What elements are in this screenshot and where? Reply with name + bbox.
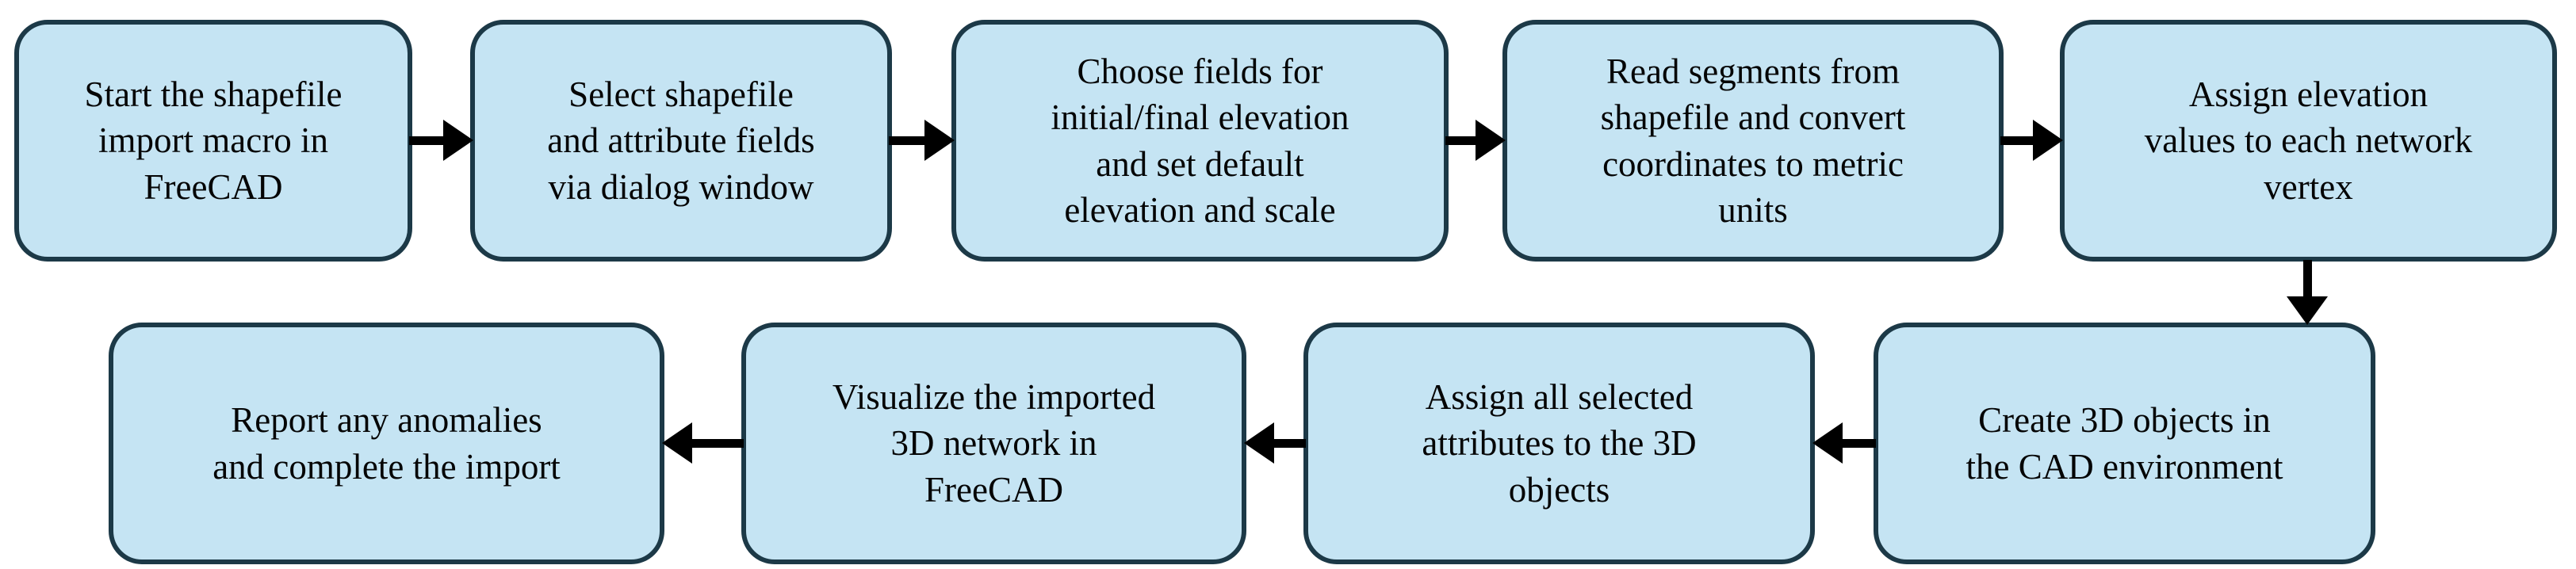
flow-step-3-choose-fields: Choose fields for initial/final elevatio…: [951, 20, 1449, 262]
arrow-head: [2033, 120, 2063, 161]
flow-step-8-visualize-network: Visualize the imported 3D network in Fre…: [741, 323, 1246, 564]
flow-step-6-create-3d-objects: Create 3D objects in the CAD environment: [1874, 323, 2375, 564]
arrow-stem: [889, 136, 924, 145]
arrow-head: [1812, 422, 1843, 464]
arrow-right-icon-step3-step4: [1445, 120, 1506, 161]
arrow-stem: [1843, 438, 1876, 448]
flow-step-5-label: Assign elevation values to each network …: [2144, 74, 2473, 207]
arrow-left-icon-step8-step9: [662, 422, 744, 464]
arrow-stem: [692, 438, 744, 448]
flow-step-5-assign-elevation: Assign elevation values to each network …: [2060, 20, 2557, 262]
arrow-head: [2287, 296, 2328, 325]
flow-step-7-label: Assign all selected attributes to the 3D…: [1422, 376, 1697, 510]
flow-step-4-read-segments: Read segments from shapefile and convert…: [1502, 20, 2004, 262]
arrow-head: [1244, 422, 1274, 464]
arrow-head: [443, 120, 473, 161]
arrow-stem: [409, 136, 443, 145]
flow-step-9-label: Report any anomalies and complete the im…: [212, 400, 561, 487]
flow-step-1-label: Start the shapefile import macro in Free…: [84, 74, 343, 207]
arrow-right-icon-step1-step2: [409, 120, 473, 161]
flow-step-8-label: Visualize the imported 3D network in Fre…: [832, 376, 1156, 510]
flow-step-3-label: Choose fields for initial/final elevatio…: [1051, 51, 1349, 231]
arrow-right-icon-step2-step3: [889, 120, 955, 161]
flow-step-2-select-shapefile: Select shapefile and attribute fields vi…: [470, 20, 892, 262]
flow-step-4-label: Read segments from shapefile and convert…: [1600, 51, 1906, 231]
arrow-left-icon-step6-step7: [1812, 422, 1876, 464]
arrow-head: [924, 120, 955, 161]
arrow-stem: [2302, 260, 2312, 296]
arrow-left-icon-step7-step8: [1244, 422, 1306, 464]
arrow-down-icon-step5-step6: [2287, 260, 2328, 325]
arrow-stem: [2000, 136, 2033, 145]
flow-step-2-label: Select shapefile and attribute fields vi…: [547, 74, 815, 207]
arrow-head: [1476, 120, 1506, 161]
flow-step-9-report-anomalies: Report any anomalies and complete the im…: [109, 323, 664, 564]
arrow-right-icon-step4-step5: [2000, 120, 2063, 161]
flow-step-7-assign-attributes: Assign all selected attributes to the 3D…: [1303, 323, 1815, 564]
arrow-stem: [1274, 438, 1306, 448]
flow-step-1-start-import-macro: Start the shapefile import macro in Free…: [14, 20, 412, 262]
flow-step-6-label: Create 3D objects in the CAD environment: [1965, 400, 2283, 487]
arrow-stem: [1445, 136, 1476, 145]
arrow-head: [662, 422, 692, 464]
